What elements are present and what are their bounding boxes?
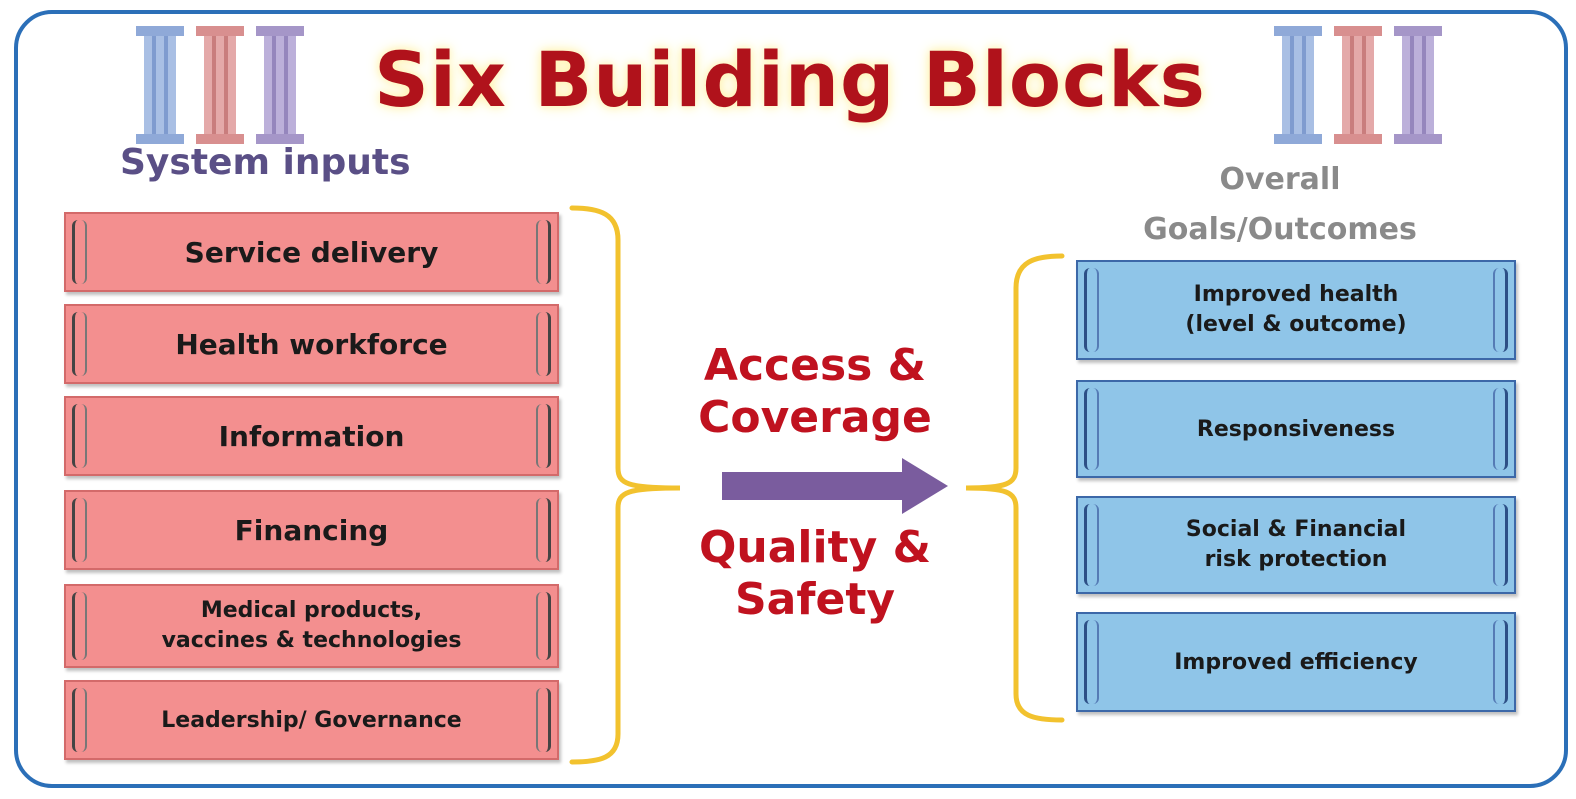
input-block-label: Financing <box>234 513 389 547</box>
left-brace-icon <box>569 205 681 765</box>
access-coverage-text: Access & Coverage <box>698 340 932 443</box>
quality-safety-text: Quality & Safety <box>699 522 931 625</box>
input-block-financing: Financing <box>64 490 559 570</box>
outcome-block-responsiveness: Responsiveness <box>1076 380 1516 478</box>
right-brace-icon <box>965 253 1065 723</box>
outcomes-heading: Overall Goals/Outcomes <box>1143 162 1417 247</box>
pillars-right-icon <box>1274 26 1442 144</box>
diagram-title: Six Building Blocks <box>374 35 1206 124</box>
input-block-health-workforce: Health workforce <box>64 304 559 384</box>
input-block-service-delivery: Service delivery <box>64 212 559 292</box>
right-arrow-icon <box>722 458 948 514</box>
outcome-block-label: Responsiveness <box>1196 416 1396 442</box>
input-block-label: Leadership/ Governance <box>161 707 462 733</box>
outcome-block-label: Social & Financial risk protection <box>1185 517 1407 572</box>
input-block-label: Health workforce <box>175 327 448 361</box>
input-block-leadership: Leadership/ Governance <box>64 680 559 760</box>
outcome-block-efficiency: Improved efficiency <box>1076 612 1516 712</box>
pillars-left-icon <box>136 26 304 144</box>
input-block-label: Medical products, vaccines & technologie… <box>161 598 462 653</box>
outcome-block-label: Improved efficiency <box>1174 649 1418 675</box>
input-block-medical-products: Medical products, vaccines & technologie… <box>64 584 559 668</box>
outcome-block-label: Improved health (level & outcome) <box>1185 282 1407 337</box>
outcome-block-improved-health: Improved health (level & outcome) <box>1076 260 1516 360</box>
input-block-label: Service delivery <box>184 235 439 269</box>
input-block-information: Information <box>64 396 559 476</box>
input-block-label: Information <box>218 419 405 453</box>
outcome-block-risk-protection: Social & Financial risk protection <box>1076 496 1516 594</box>
inputs-heading: System inputs <box>120 142 411 183</box>
